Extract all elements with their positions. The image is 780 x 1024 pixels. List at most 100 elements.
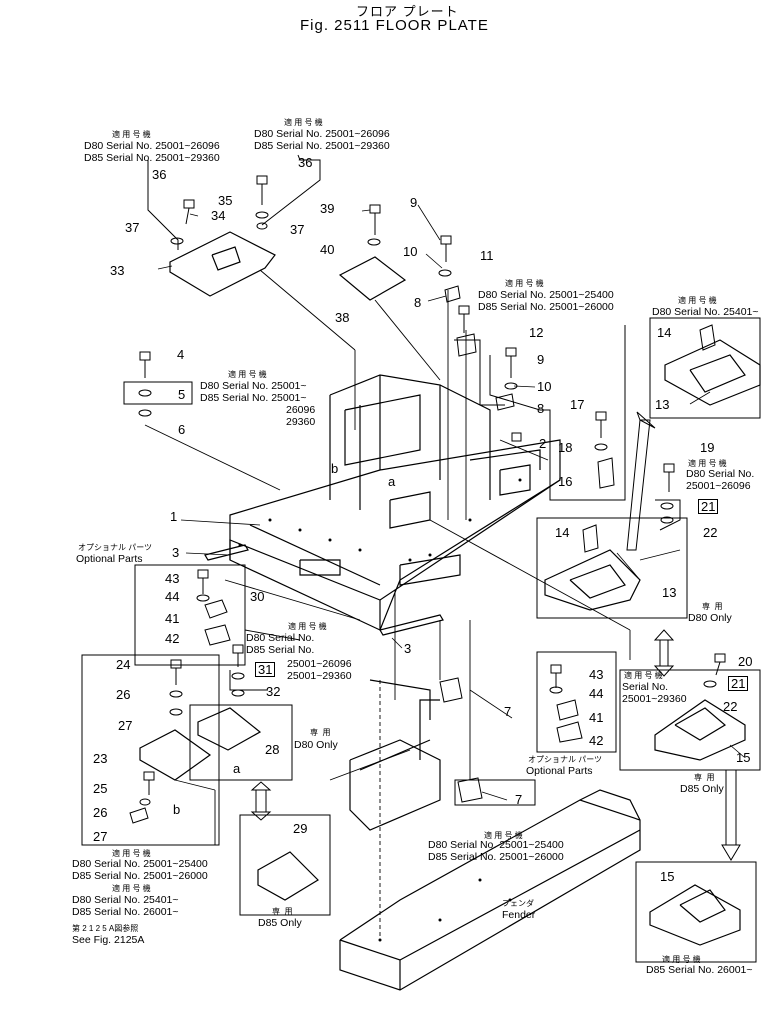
plate-15-outline bbox=[654, 699, 746, 761]
part-31: 31 bbox=[255, 662, 276, 677]
strip-3-left-outline bbox=[204, 544, 249, 561]
part-1: 1 bbox=[170, 509, 178, 524]
part-32: 32 bbox=[266, 684, 281, 699]
washers bbox=[138, 211, 717, 806]
part-42-right: 42 bbox=[589, 733, 604, 748]
part-26-upper: 26 bbox=[116, 687, 131, 702]
part-4: 4 bbox=[177, 347, 185, 362]
arrows bbox=[250, 411, 741, 861]
part-15-upper: 15 bbox=[736, 750, 751, 765]
part-36-left: 36 bbox=[152, 167, 167, 182]
note-jp-model-e: 適 用 号 機 bbox=[228, 370, 267, 379]
part-33: 33 bbox=[110, 263, 125, 278]
part-43-right: 43 bbox=[589, 667, 604, 682]
part-7-lower: 7 bbox=[515, 792, 523, 807]
part-8-upper: 8 bbox=[414, 295, 422, 310]
part-11: 11 bbox=[480, 248, 494, 263]
note-jp-model-f: 適 用 号 機 bbox=[688, 459, 727, 468]
note-serial-no-h: Serial No. bbox=[622, 681, 669, 693]
part-8-lower: 8 bbox=[537, 401, 545, 416]
plate-15-bottom-outline bbox=[649, 884, 741, 946]
part-37-right: 37 bbox=[290, 222, 305, 237]
part-35: 35 bbox=[218, 193, 233, 208]
note-d85-serial-i: D85 Serial No. 25001~26000 bbox=[428, 851, 564, 863]
note-d85-serial-e: D85 Serial No. 25001~ bbox=[200, 392, 307, 404]
title-english: Fig. 2511 FLOOR PLATE bbox=[300, 17, 489, 34]
note-d80-serial-i: D80 Serial No. 25001~25400 bbox=[428, 839, 564, 851]
part-10-upper: 10 bbox=[403, 244, 418, 259]
part-44-left: 44 bbox=[165, 589, 180, 604]
part-20: 20 bbox=[738, 654, 753, 669]
part-21-upper: 21 bbox=[698, 499, 719, 514]
note-jp-model-g: 適 用 号 機 bbox=[288, 622, 327, 631]
plate-23-outline bbox=[139, 729, 212, 781]
part-38: 38 bbox=[335, 310, 350, 325]
part-41-left: 41 bbox=[165, 611, 180, 626]
note-range-h: 25001~29360 bbox=[622, 693, 687, 705]
note-d85-only-d: D85 Only bbox=[258, 917, 302, 929]
note-d80-serial-e: D80 Serial No. 25001~ bbox=[200, 380, 307, 392]
fender-outline bbox=[339, 679, 641, 991]
latch-brackets bbox=[129, 285, 716, 824]
note-jp-model-h: 適 用 号 機 bbox=[624, 671, 663, 680]
note-d85-serial-l: D85 Serial No. 26001~ bbox=[646, 964, 753, 976]
note-jp-model-b: 適 用 号 機 bbox=[284, 118, 323, 127]
part-34: 34 bbox=[211, 208, 226, 223]
part-30: 30 bbox=[250, 589, 265, 604]
part-13-lower: 13 bbox=[662, 585, 677, 600]
part-14-upper: 14 bbox=[657, 325, 672, 340]
note-range-f: 25001~26096 bbox=[686, 480, 751, 492]
note-d85-serial-k: D85 Serial No. 26001~ bbox=[72, 906, 179, 918]
part-9-lower: 9 bbox=[537, 352, 545, 367]
part-23: 23 bbox=[93, 751, 108, 766]
part-13-upper: 13 bbox=[655, 397, 670, 412]
note-optional-b: Optional Parts bbox=[526, 765, 593, 777]
leader-lines bbox=[144, 269, 681, 940]
part-27-lower: 27 bbox=[93, 829, 108, 844]
part-36-right: 36 bbox=[298, 155, 313, 170]
note-serial-29360-e: 29360 bbox=[286, 416, 316, 428]
plate-38-outline bbox=[338, 256, 407, 301]
note-range-g2: 25001~29360 bbox=[287, 670, 352, 682]
part-26-lower: 26 bbox=[93, 805, 108, 820]
note-jp-model-c: 適 用 号 機 bbox=[505, 279, 544, 288]
part-6: 6 bbox=[178, 422, 186, 437]
ref-a-lower: a bbox=[233, 761, 241, 776]
part-40: 40 bbox=[320, 242, 335, 257]
note-d80-serial-c: D80 Serial No. 25001~25400 bbox=[478, 289, 614, 301]
part-22-lower: 22 bbox=[723, 699, 738, 714]
ref-b-frame: b bbox=[331, 461, 339, 476]
number-leaders bbox=[157, 204, 745, 801]
part-21-lower: 21 bbox=[728, 676, 749, 691]
part-3-left: 3 bbox=[172, 545, 180, 560]
part-25: 25 bbox=[93, 781, 108, 796]
part-10-lower: 10 bbox=[537, 379, 552, 394]
group-boxes bbox=[81, 154, 761, 963]
main-frame-outline bbox=[229, 374, 561, 631]
note-d80-serial-a: D80 Serial No. 25001~26096 bbox=[84, 140, 220, 152]
note-jp-model-a: 適 用 号 機 bbox=[112, 130, 151, 139]
note-d80-serial-no-f: D80 Serial No. bbox=[686, 468, 755, 480]
part-2: 2 bbox=[539, 436, 547, 451]
part-27-upper: 27 bbox=[118, 718, 133, 733]
part-44-right: 44 bbox=[589, 686, 604, 701]
part-37-left: 37 bbox=[125, 220, 140, 235]
part-41-right: 41 bbox=[589, 710, 604, 725]
part-39: 39 bbox=[320, 201, 335, 216]
part-24: 24 bbox=[116, 657, 131, 672]
note-d85-only-c: D85 Only bbox=[680, 783, 724, 795]
ref-a-frame: a bbox=[388, 474, 396, 489]
plate-13-top-outline bbox=[664, 339, 761, 406]
note-d80-serial-d: D80 Serial No. 25401~ bbox=[652, 306, 759, 318]
note-d80-only-b: D80 Only bbox=[688, 612, 732, 624]
note-d85-serial-a: D85 Serial No. 25001~29360 bbox=[84, 152, 220, 164]
note-fender: Fender bbox=[502, 909, 536, 921]
part-42-left: 42 bbox=[165, 631, 180, 646]
bolts bbox=[139, 175, 726, 795]
part-3-center: 3 bbox=[404, 641, 412, 656]
note-serial-26096-e: 26096 bbox=[286, 404, 316, 416]
note-jp-see-fig: 第 2 1 2 5 A図参照 bbox=[72, 924, 139, 933]
note-jp-model-d: 適 用 号 機 bbox=[678, 296, 717, 305]
note-jp-optional-a: オプショナル パーツ bbox=[78, 543, 153, 552]
